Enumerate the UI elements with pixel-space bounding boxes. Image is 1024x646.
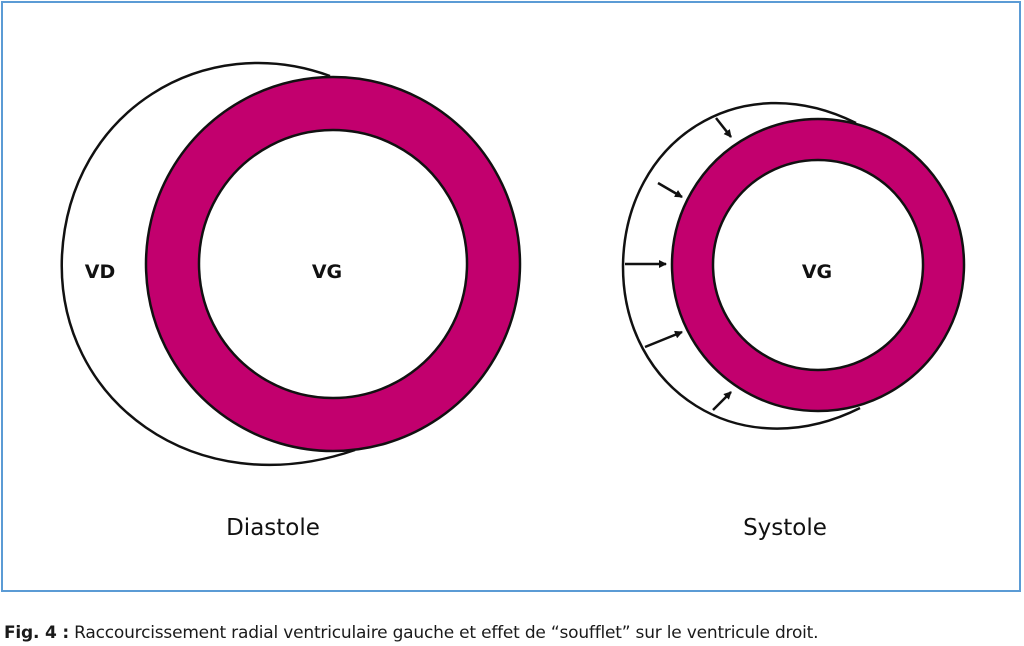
systole-lv-label: VG xyxy=(802,261,832,283)
diastole-rv-label: VD xyxy=(85,261,115,283)
diastole-lv-label: VG xyxy=(312,261,342,283)
compression-arrow-icon xyxy=(712,391,732,411)
systole-panel: VG Systole xyxy=(621,101,966,541)
figure-frame xyxy=(1,1,1021,592)
systole-left-ventricle-wall xyxy=(670,117,966,413)
compression-arrow-icon xyxy=(644,330,683,349)
diastole-panel: VD VG Diastole xyxy=(60,61,522,541)
diastole-right-ventricle-outline xyxy=(60,61,356,467)
compression-arrow-icon xyxy=(715,117,732,138)
systole-right-ventricle-outline xyxy=(621,101,861,430)
figure-caption: Fig. 4 : Raccourcissement radial ventric… xyxy=(4,623,819,643)
compression-arrows xyxy=(625,117,732,411)
compression-arrow-icon xyxy=(657,181,683,199)
figure-caption-text: Raccourcissement radial ventriculaire ga… xyxy=(68,623,819,643)
diastole-title: Diastole xyxy=(226,515,320,541)
systole-title: Systole xyxy=(743,515,827,541)
diastole-left-ventricle-wall xyxy=(144,75,522,453)
ventricle-diagram: VD VG Diastole VG Systole xyxy=(60,61,966,541)
figure-caption-label: Fig. 4 : xyxy=(4,623,69,643)
